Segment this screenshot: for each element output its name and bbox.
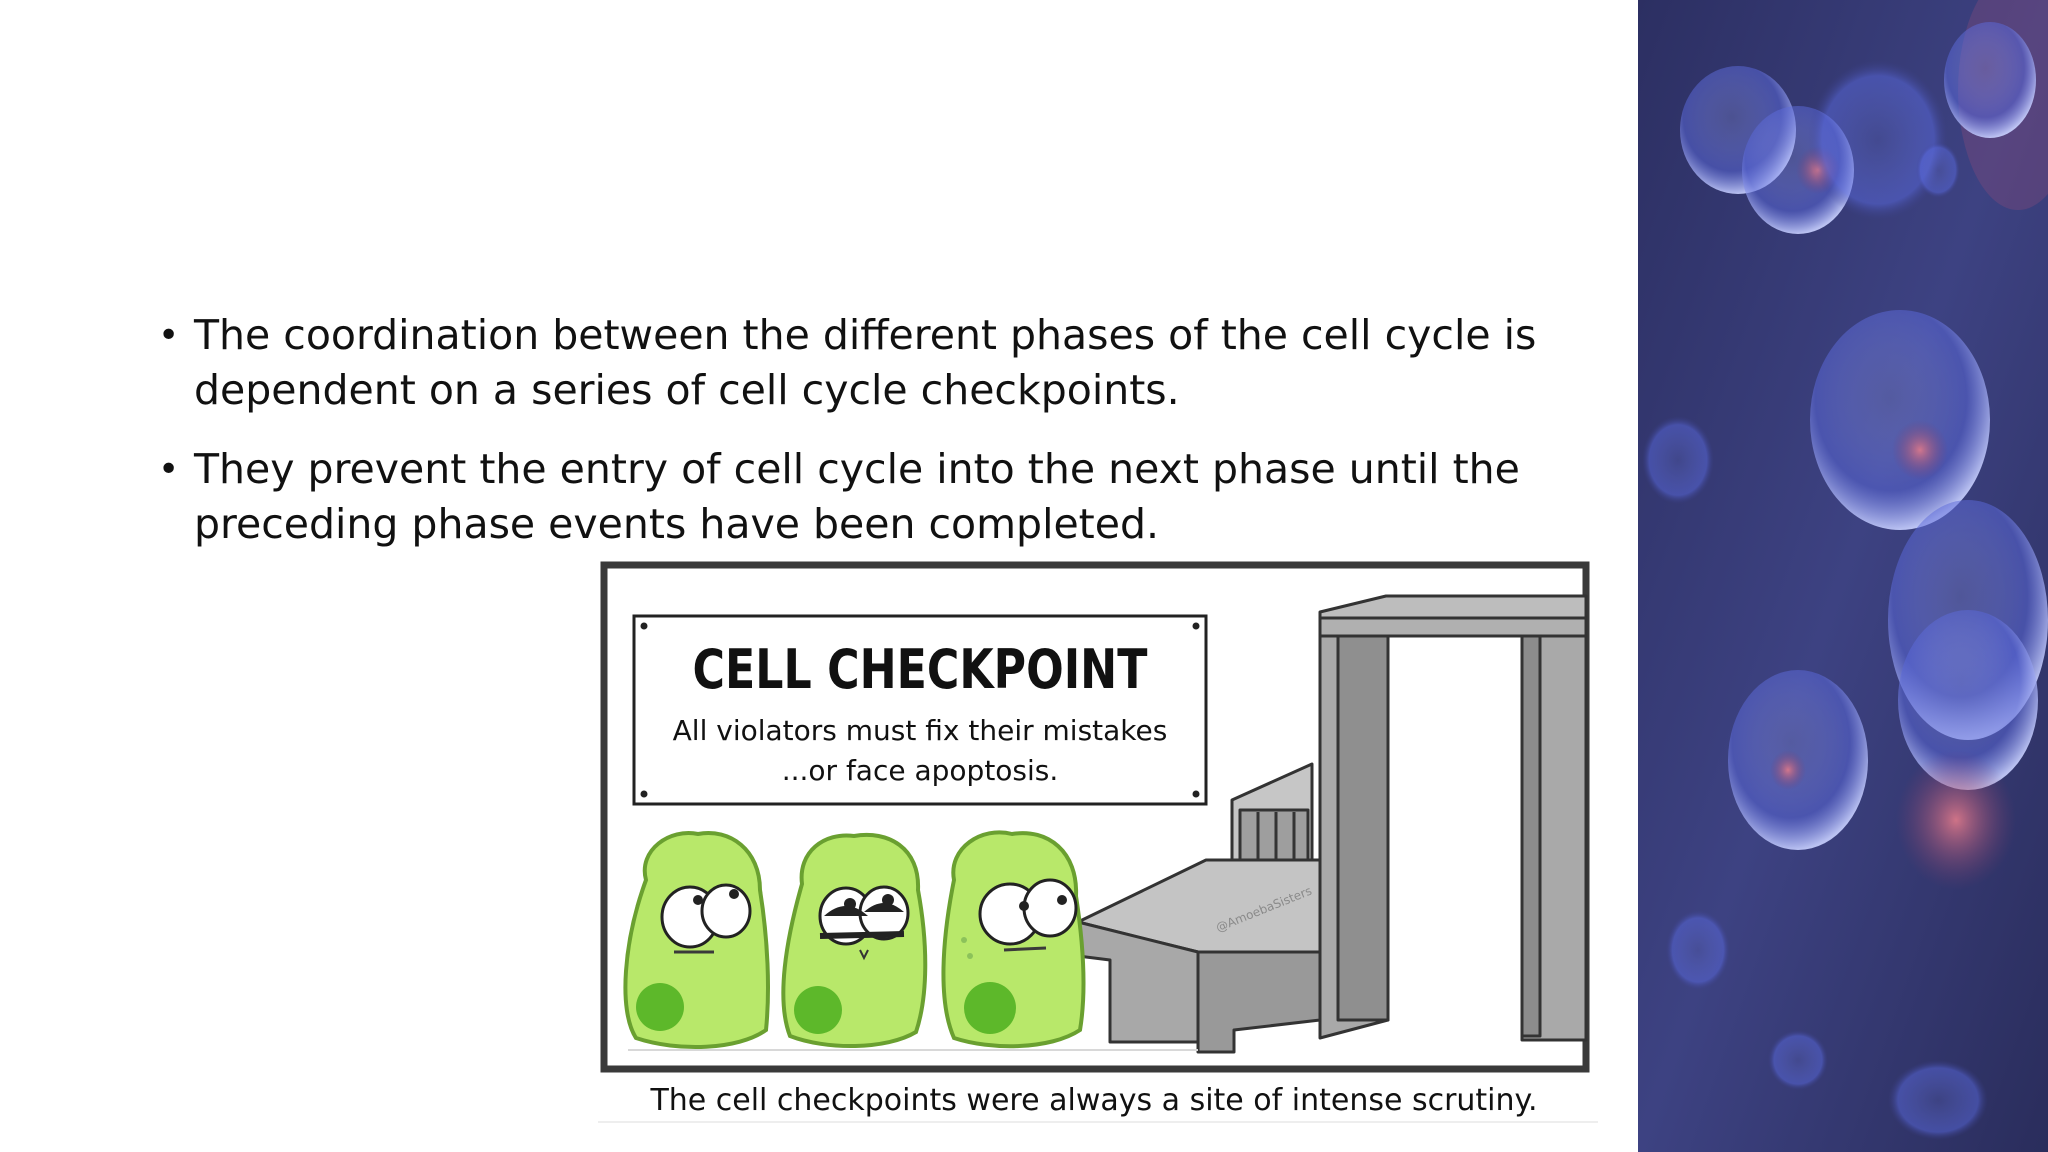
comic-caption: The cell checkpoints were always a site …	[649, 1083, 1537, 1118]
cells-photo	[1638, 0, 2048, 1152]
bullet-text: They prevent the entry of cell cycle int…	[194, 445, 1520, 548]
cartoon-cell	[941, 830, 1086, 1049]
bullet-list: • The coordination between the different…	[150, 308, 1620, 576]
comic-illustration: CELL CHECKPOINT All violators must fix t…	[598, 561, 1598, 1123]
checkpoint-sign: CELL CHECKPOINT All violators must fix t…	[632, 614, 1208, 806]
sign-line-1: All violators must fix their mistakes	[673, 714, 1168, 747]
bullet-item: • The coordination between the different…	[150, 308, 1620, 418]
cell-checkpoint-comic: CELL CHECKPOINT All violators must fix t…	[598, 560, 1598, 1130]
bullet-dot-icon: •	[158, 449, 180, 490]
bullet-text: The coordination between the different p…	[194, 311, 1537, 414]
sign-line-2: ...or face apoptosis.	[782, 754, 1059, 787]
sign-title: CELL CHECKPOINT	[693, 638, 1148, 701]
cartoon-cell	[781, 832, 928, 1048]
scanner-machine: @AmoebaSisters	[1076, 594, 1588, 1054]
bullet-dot-icon: •	[158, 315, 180, 356]
bullet-item: • They prevent the entry of cell cycle i…	[150, 442, 1620, 552]
cartoon-cell	[623, 831, 770, 1050]
slide-content: • The coordination between the different…	[150, 308, 1620, 1130]
cells-background-image	[1638, 0, 2048, 1152]
